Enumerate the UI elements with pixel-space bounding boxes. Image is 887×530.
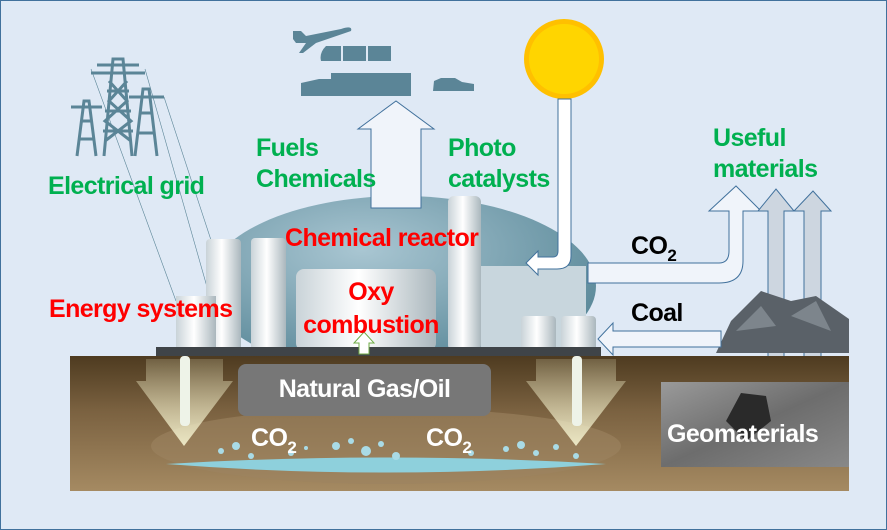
label-photo: Photo <box>448 134 516 162</box>
label-useful: Useful <box>713 124 786 152</box>
well-pipe <box>180 356 190 426</box>
label-co2-storage-left: CO2 <box>251 424 297 457</box>
small-tank <box>521 316 556 351</box>
car-icon <box>433 78 474 91</box>
natural-gas-box <box>238 364 491 416</box>
label-chemicals: Chemicals <box>256 165 376 193</box>
label-catalysts: catalysts <box>448 165 550 193</box>
co2-arrow <box>587 185 763 284</box>
small-tank <box>561 316 596 351</box>
label-energy-systems: Energy systems <box>49 295 233 323</box>
label-fuels: Fuels <box>256 134 319 162</box>
label-geomaterials: Geomaterials <box>667 420 819 448</box>
truck-icon <box>301 73 411 96</box>
train-icon <box>320 46 391 61</box>
gas-up-arrow <box>352 331 376 355</box>
label-natural-gas-oil: Natural Gas/Oil <box>278 375 451 403</box>
well-pipe <box>572 356 582 426</box>
vehicles-group <box>293 27 474 96</box>
oxy-combustion-tank <box>296 269 436 351</box>
plant-platform <box>156 347 601 356</box>
co2-bubbles <box>218 438 579 460</box>
label-electrical-grid: Electrical grid <box>48 172 205 200</box>
tall-stack <box>448 196 481 351</box>
sun-arrow <box>525 98 572 277</box>
airplane-icon <box>293 27 352 53</box>
label-combustion: combustion <box>303 311 439 339</box>
cylinder <box>251 238 286 351</box>
label-co2-input: CO2 <box>631 232 677 265</box>
label-oxy: Oxy <box>348 278 394 306</box>
reservoir-water <box>166 457 606 473</box>
power-tower-icon <box>71 57 164 157</box>
sun-icon <box>524 19 604 99</box>
label-chemical-reactor: Chemical reactor <box>285 224 479 252</box>
coal-rocks <box>716 291 849 353</box>
label-materials: materials <box>713 155 818 183</box>
label-coal: Coal <box>631 299 683 327</box>
cylinder <box>176 296 216 351</box>
label-co2-storage-right: CO2 <box>426 424 472 457</box>
coal-arrow <box>597 321 722 357</box>
up-arrow-fuels <box>356 100 436 209</box>
reservoir <box>151 408 621 484</box>
